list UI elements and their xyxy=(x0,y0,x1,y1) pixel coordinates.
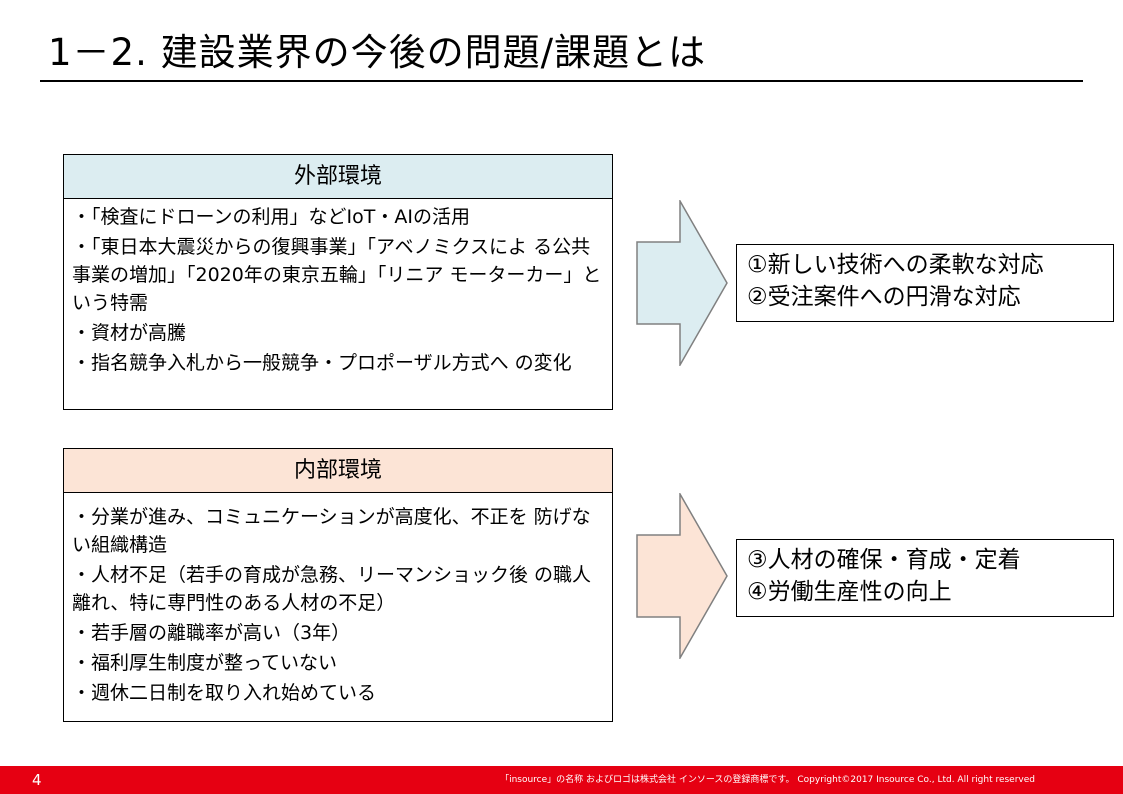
outcome-item: ④労働生産性の向上 xyxy=(747,579,952,605)
copyright-notice: 「insource」の名称 およびロゴは株式会社 インソースの登録商標です。 C… xyxy=(500,775,1035,785)
external-arrow-icon xyxy=(636,200,728,366)
internal-environment-heading: 内部環境 xyxy=(64,449,612,493)
external-outcome-box: ①新しい技術への柔軟な対応 ②受注案件への円滑な対応 xyxy=(736,244,1114,322)
external-environment-box: 外部環境 ・「検査にドローンの利用」などIoT・AIの活用 ・「東日本大震災から… xyxy=(63,154,613,410)
internal-arrow-icon xyxy=(636,493,728,659)
outcome-item: ②受注案件への円滑な対応 xyxy=(747,284,1021,310)
list-item: ・分業が進み、コミュニケーションが高度化、不正を 防げない組織構造 xyxy=(72,506,591,556)
list-item: ・「検査にドローンの利用」などIoT・AIの活用 xyxy=(72,206,470,228)
list-item: ・人材不足（若手の育成が急務、リーマンショック後 の職人離れ、特に専門性のある人… xyxy=(72,564,592,614)
internal-environment-list: ・分業が進み、コミュニケーションが高度化、不正を 防げない組織構造 ・人材不足（… xyxy=(64,493,612,707)
internal-outcome-box: ③人材の確保・育成・定着 ④労働生産性の向上 xyxy=(736,539,1114,617)
footer-bar: 4 「insource」の名称 およびロゴは株式会社 インソースの登録商標です。… xyxy=(0,766,1123,794)
list-item: ・「東日本大震災からの復興事業」「アベノミクスによ る公共事業の増加」「2020… xyxy=(72,236,602,314)
page-number: 4 xyxy=(32,771,42,789)
internal-environment-box: 内部環境 ・分業が進み、コミュニケーションが高度化、不正を 防げない組織構造 ・… xyxy=(63,448,613,722)
list-item: ・福利厚生制度が整っていない xyxy=(72,652,338,674)
list-item: ・指名競争入札から一般競争・プロポーザル方式へ の変化 xyxy=(72,352,572,374)
page-title: 1－2. 建設業界の今後の問題/課題とは xyxy=(48,31,707,74)
outcome-item: ①新しい技術への柔軟な対応 xyxy=(747,252,1044,278)
external-environment-heading: 外部環境 xyxy=(64,155,612,199)
title-underline xyxy=(40,80,1083,82)
external-environment-list: ・「検査にドローンの利用」などIoT・AIの活用 ・「東日本大震災からの復興事業… xyxy=(64,199,612,377)
list-item: ・若手層の離職率が高い（3年） xyxy=(72,622,351,644)
list-item: ・週休二日制を取り入れ始めている xyxy=(72,682,377,704)
list-item: ・資材が高騰 xyxy=(72,322,187,344)
outcome-item: ③人材の確保・育成・定着 xyxy=(747,547,1021,573)
